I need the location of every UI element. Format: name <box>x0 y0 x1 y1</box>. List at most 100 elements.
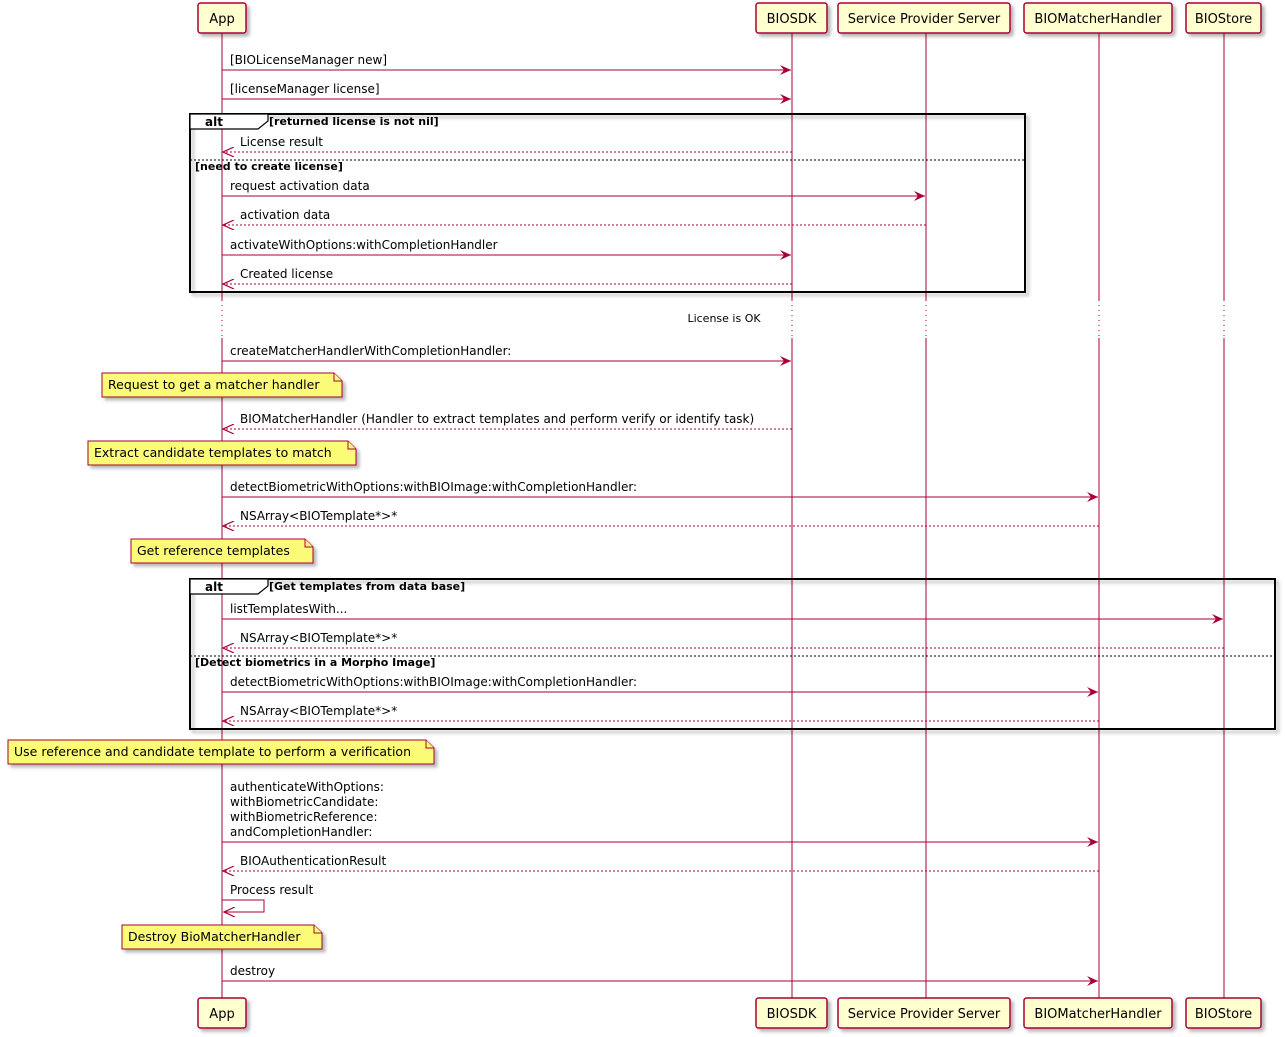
participant-biostore-top[interactable]: BIOStore <box>1185 2 1262 34</box>
message: NSArray<BIOTemplate*>* <box>223 631 1224 648</box>
participant-biostore-bottom[interactable]: BIOStore <box>1185 997 1262 1029</box>
message-label: destroy <box>230 964 275 978</box>
participant-box <box>197 997 247 1029</box>
message-label: Created license <box>240 267 333 281</box>
participant-label: BIOStore <box>1195 1007 1252 1022</box>
participant-sps-bottom[interactable]: Service Provider Server <box>837 997 1011 1029</box>
alt-guard: [returned license is not nil] <box>269 115 439 128</box>
message: Created license <box>223 267 792 284</box>
participant-app-bottom[interactable]: App <box>197 997 247 1029</box>
message: activation data <box>223 208 926 225</box>
message-label: [BIOLicenseManager new] <box>230 53 387 67</box>
message: authenticateWithOptions:withBiometricCan… <box>222 780 1098 847</box>
participant-box <box>755 2 828 34</box>
participant-label: BIOSDK <box>767 12 817 27</box>
participant-app-top[interactable]: App <box>197 2 247 34</box>
message-label: listTemplatesWith... <box>230 602 347 616</box>
alt-frame-border <box>189 113 1026 293</box>
alt-frame-tab <box>189 578 269 595</box>
message-label: BIOMatcherHandler (Handler to extract te… <box>240 412 754 426</box>
message-label: BIOAuthenticationResult <box>240 854 386 868</box>
message: BIOAuthenticationResult <box>223 854 1099 871</box>
note-text: Destroy BioMatcherHandler <box>128 929 301 944</box>
note: Get reference templates <box>130 538 314 564</box>
message-label: activateWithOptions:withCompletionHandle… <box>230 238 498 252</box>
note-body <box>7 739 435 765</box>
note-text: Use reference and candidate template to … <box>14 744 411 759</box>
note-fold <box>347 441 356 450</box>
message-label: createMatcherHandlerWithCompletionHandle… <box>230 344 511 358</box>
message: destroy <box>222 964 1098 986</box>
participant-box <box>1185 2 1262 34</box>
note: Destroy BioMatcherHandler <box>121 924 323 950</box>
alt-keyword: alt <box>205 115 223 129</box>
message: detectBiometricWithOptions:withBIOImage:… <box>222 480 1098 502</box>
participant-biosdk-top[interactable]: BIOSDK <box>755 2 828 34</box>
participant-label: BIOSDK <box>767 1007 817 1022</box>
participant-label: App <box>209 12 234 27</box>
message-label: detectBiometricWithOptions:withBIOImage:… <box>230 675 637 689</box>
participant-sps-top[interactable]: Service Provider Server <box>837 2 1011 34</box>
message: createMatcherHandlerWithCompletionHandle… <box>222 344 791 366</box>
delay-label: License is OK <box>687 312 761 325</box>
participant-label: Service Provider Server <box>848 1007 1001 1022</box>
participant-box <box>1023 2 1173 34</box>
alt-keyword: alt <box>205 580 223 594</box>
message: [BIOLicenseManager new] <box>222 53 791 75</box>
participant-label: App <box>209 1007 234 1022</box>
alt-frame-tab <box>189 113 269 130</box>
alt-frame: alt [returned license is not nil] [need to… <box>189 113 1026 293</box>
participant-label: BIOStore <box>1195 12 1252 27</box>
alt-else-guard: [need to create license] <box>195 160 343 173</box>
note-text: Extract candidate templates to match <box>94 445 332 460</box>
message-label: withBiometricCandidate: <box>230 795 378 809</box>
note-body <box>121 924 323 950</box>
frames: alt [returned license is not nil] [need to… <box>189 113 1276 730</box>
message-label: activation data <box>240 208 330 222</box>
message: License result <box>223 135 792 152</box>
note-body <box>130 538 314 564</box>
note-body <box>87 440 357 466</box>
participant-box <box>197 2 247 34</box>
participant-box <box>837 997 1011 1029</box>
alt-else-guard: [Detect biometrics in a Morpho Image] <box>195 656 435 669</box>
message-label: NSArray<BIOTemplate*>* <box>240 509 397 523</box>
note-body <box>101 372 343 398</box>
participant-box <box>1023 997 1173 1029</box>
participant-label: BIOMatcherHandler <box>1034 1007 1162 1022</box>
note-fold <box>313 925 322 934</box>
note: Extract candidate templates to match <box>87 440 357 466</box>
message: listTemplatesWith... <box>222 602 1223 624</box>
message-label: Process result <box>230 883 314 897</box>
message: NSArray<BIOTemplate*>* <box>223 704 1099 721</box>
participant-bmh-top[interactable]: BIOMatcherHandler <box>1023 2 1173 34</box>
message-label: detectBiometricWithOptions:withBIOImage:… <box>230 480 637 494</box>
participant-label: Service Provider Server <box>848 12 1001 27</box>
participant-biosdk-bottom[interactable]: BIOSDK <box>755 997 828 1029</box>
participant-box <box>755 997 828 1029</box>
participant-box <box>1185 997 1262 1029</box>
participant-bmh-bottom[interactable]: BIOMatcherHandler <box>1023 997 1173 1029</box>
message-label: authenticateWithOptions: <box>230 780 384 794</box>
note-text: Request to get a matcher handler <box>108 377 320 392</box>
note-text: Get reference templates <box>137 543 290 558</box>
alt-frame-border <box>189 578 1276 730</box>
delay: License is OK <box>687 312 761 325</box>
message-label: NSArray<BIOTemplate*>* <box>240 631 397 645</box>
note: Use reference and candidate template to … <box>7 739 435 765</box>
note-fold <box>425 740 434 749</box>
message: NSArray<BIOTemplate*>* <box>223 509 1099 526</box>
message: Process result <box>222 883 314 912</box>
message-label: andCompletionHandler: <box>230 825 372 839</box>
participant-box <box>837 2 1011 34</box>
message-label: request activation data <box>230 179 370 193</box>
note: Request to get a matcher handler <box>101 372 343 398</box>
participant-label: BIOMatcherHandler <box>1034 12 1162 27</box>
message-arrow <box>222 899 265 912</box>
notes: Request to get a matcher handlerExtract … <box>7 372 435 950</box>
message: activateWithOptions:withCompletionHandle… <box>222 238 791 260</box>
alt-guard: [Get templates from data base] <box>269 580 465 593</box>
message-label: NSArray<BIOTemplate*>* <box>240 704 397 718</box>
